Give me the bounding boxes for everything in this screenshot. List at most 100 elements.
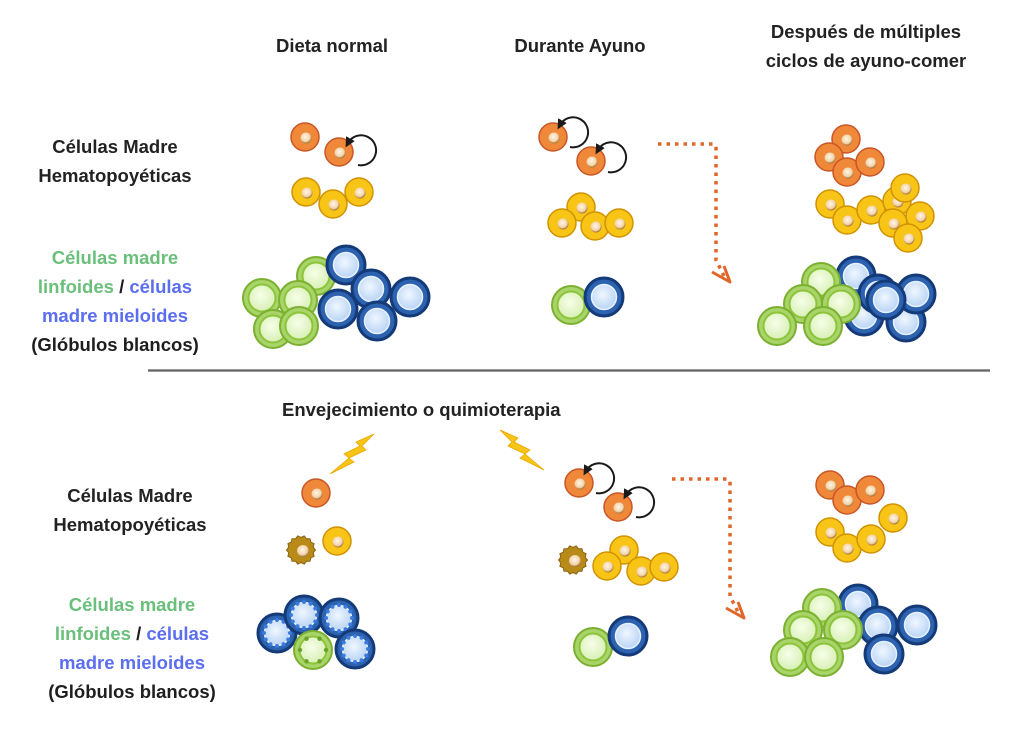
hsc-yellow-cell [566, 192, 596, 222]
hsc-yellow-cell [649, 552, 679, 582]
nucleus [586, 156, 598, 168]
hsc-yellow-cell [832, 533, 862, 563]
nucleus [557, 218, 569, 230]
column-header-after-line2: ciclos de ayuno-comer [765, 50, 967, 71]
myeloid-label-line2: madre mieloides [41, 305, 188, 326]
lymphoid-cell [551, 285, 591, 325]
hsc-orange-cell [576, 146, 606, 176]
hsc-orange-cell [290, 122, 320, 152]
hsc-yellow-cell [626, 556, 656, 586]
nucleus [548, 132, 560, 144]
nucleus [842, 495, 854, 507]
damaged-lymphoid-cell [293, 630, 333, 670]
myeloid-label-line1: células [146, 623, 210, 644]
myeloid-cell [350, 268, 392, 310]
lymphoid-label-line1: Células madre [68, 594, 196, 615]
lymphoid-label-line1: Células madre [51, 247, 179, 268]
self-renewal-arrow [623, 486, 656, 519]
nucleus [915, 211, 927, 223]
column-header-fasting: Durante Ayuno [514, 35, 646, 56]
myeloid-cell [895, 273, 937, 315]
nucleus [888, 218, 900, 230]
hsc-orange-cell [301, 478, 331, 508]
nucleus [311, 488, 323, 500]
hsc-label-line2: Hematopoyéticas [38, 165, 192, 186]
hsc-orange-cell [564, 468, 594, 498]
lymphoid-label-line2: linfoides [37, 276, 114, 297]
hsc-yellow-cell [856, 195, 886, 225]
nucleus [332, 536, 344, 548]
hsc-yellow-cell [344, 177, 374, 207]
damaged-myeloid-cell [334, 628, 376, 670]
myeloid-cell [325, 244, 367, 286]
hsc-yellow-cell [856, 524, 886, 554]
hsc-yellow-cell [878, 503, 908, 533]
lymphoid-cell [279, 306, 319, 346]
arrow-head [725, 601, 746, 620]
nucleus [825, 480, 837, 492]
arrow-head [711, 265, 732, 284]
myeloid-cell [863, 633, 905, 675]
self-renewal-arrow [345, 134, 378, 167]
nucleus [300, 132, 312, 144]
hsc-label-line1: Células Madre [67, 485, 193, 506]
nucleus [865, 485, 877, 497]
column-header-after-cycles: Después de múltiples ciclos de ayuno-com… [766, 17, 966, 75]
self-renewal-arrow [583, 462, 616, 495]
nucleus [842, 215, 854, 227]
lymphoid-cell [803, 306, 843, 346]
myeloid-cell [389, 276, 431, 318]
nucleus [328, 199, 340, 211]
hsc-yellow-cell [893, 223, 923, 253]
myeloid-cell [607, 615, 649, 657]
damaged-hsc-cell [557, 545, 589, 575]
nucleus [301, 187, 313, 199]
hsc-yellow-cell [291, 177, 321, 207]
row-label-wbc-bottom: Células madre linfoides / células madre … [48, 590, 216, 706]
hsc-yellow-cell [322, 526, 352, 556]
hsc-orange-cell [832, 485, 862, 515]
nucleus [866, 205, 878, 217]
hsc-yellow-cell [318, 189, 348, 219]
label-separator: / [130, 623, 147, 644]
nucleus [842, 167, 854, 179]
panel-divider [148, 369, 990, 372]
white-blood-cells-note: (Glóbulos blancos) [48, 681, 216, 702]
lymphoid-cell [804, 637, 844, 677]
hsc-yellow-cell [604, 208, 634, 238]
label-separator: / [113, 276, 130, 297]
myeloid-label-line1: células [129, 276, 193, 297]
lymphoid-cell [757, 306, 797, 346]
lightning-icon [329, 433, 375, 475]
myeloid-cell [583, 276, 625, 318]
column-header-normal-diet: Dieta normal [275, 35, 389, 56]
nucleus [825, 199, 837, 211]
myeloid-cell [896, 604, 938, 646]
lymphoid-cell [242, 278, 282, 318]
nucleus [636, 566, 648, 578]
self-renewal-arrow [557, 116, 590, 149]
nucleus [841, 134, 853, 146]
myeloid-label-line2: madre mieloides [58, 652, 205, 673]
nucleus [602, 561, 614, 573]
hsc-orange-cell [831, 124, 861, 154]
nucleus [354, 187, 366, 199]
lightning-icon [499, 429, 545, 471]
nucleus [903, 233, 915, 245]
hsc-orange-cell [855, 475, 885, 505]
nucleus [574, 478, 586, 490]
column-header-after-line1: Después de múltiples [770, 21, 962, 42]
nucleus [824, 152, 836, 164]
damaged-myeloid-cell [318, 597, 360, 639]
hsc-orange-cell [603, 492, 633, 522]
lymphoid-cell [770, 637, 810, 677]
hsc-orange-cell [855, 147, 885, 177]
hsc-yellow-cell [905, 201, 935, 231]
hsc-label-line2: Hematopoyéticas [53, 514, 207, 535]
nucleus [613, 502, 625, 514]
nucleus [866, 534, 878, 546]
damaged-hsc-cell [285, 535, 317, 565]
condition-title-aging-chemo: Envejecimiento o quimioterapia [282, 399, 561, 420]
nucleus [614, 218, 626, 230]
